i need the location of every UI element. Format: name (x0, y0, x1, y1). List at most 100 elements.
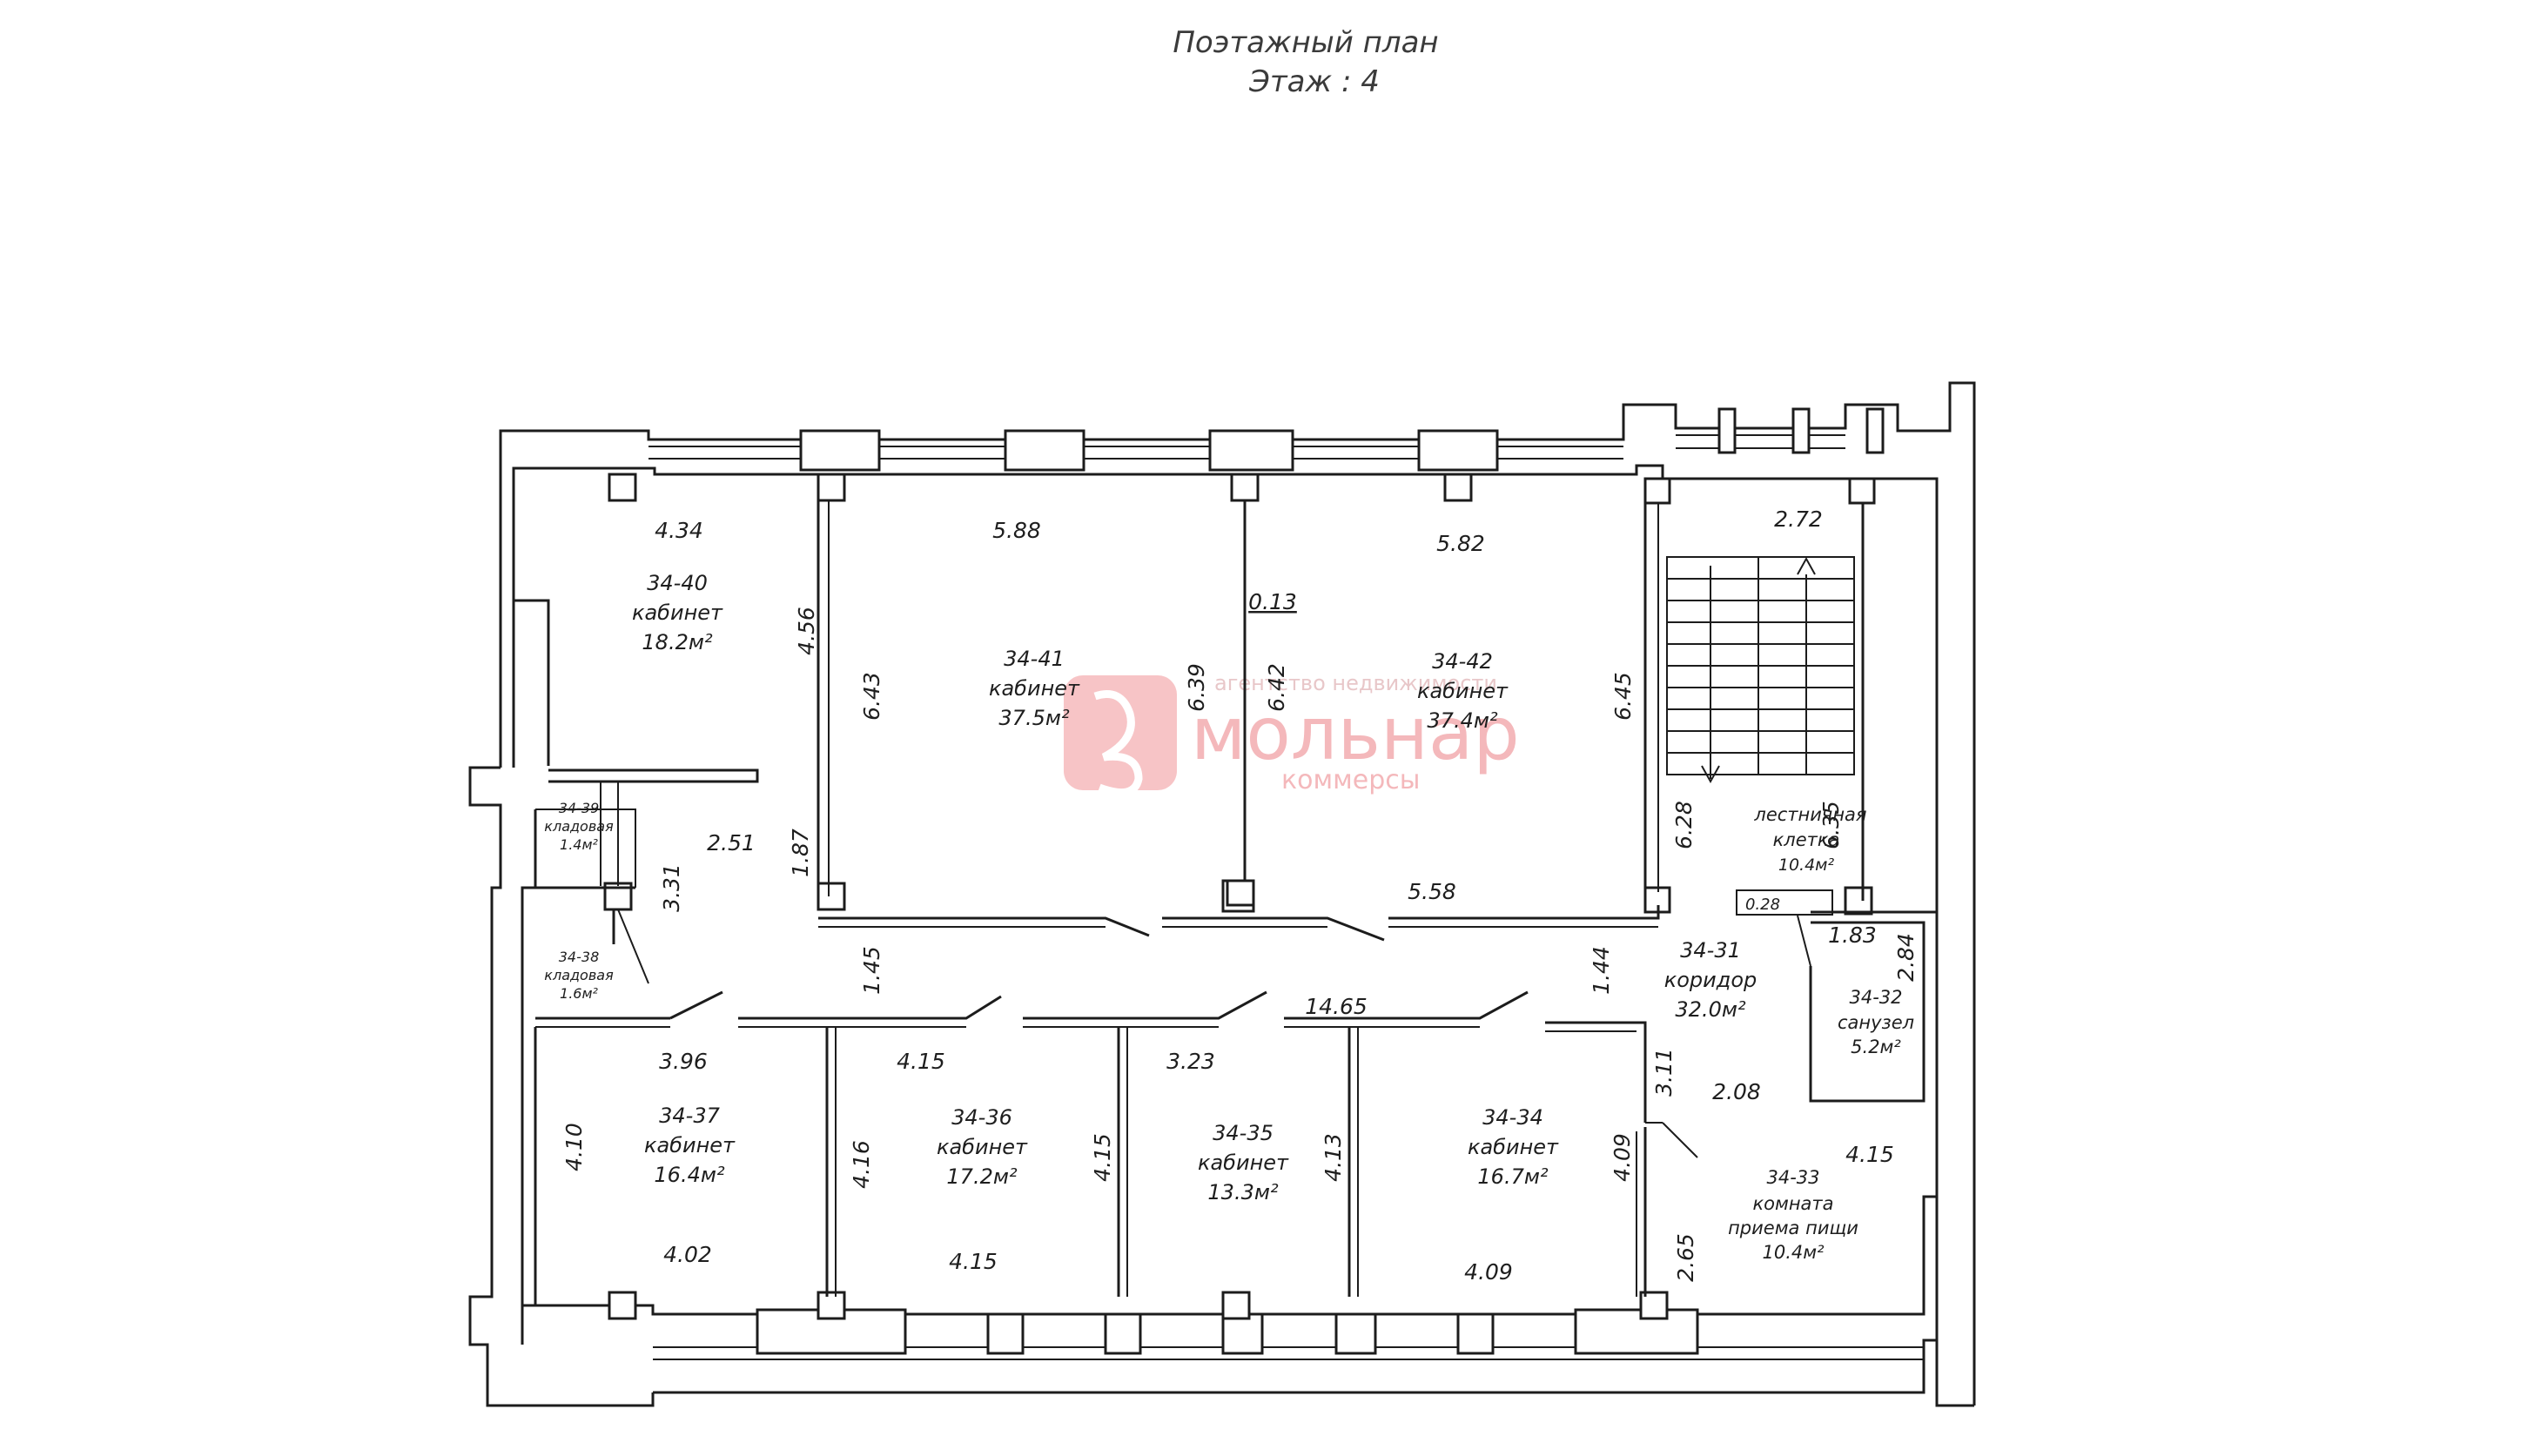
room-id: 34-37 (659, 1104, 720, 1128)
room-id: 34-41 (1004, 647, 1065, 671)
floor-label: Этаж : 4 (1248, 64, 1380, 99)
room-id: 34-33 (1766, 1167, 1819, 1188)
dim-label: 4.09 (1464, 1259, 1513, 1285)
room-type: кладовая (544, 818, 614, 835)
room-34-40: 34-40 кабинет 18.2м² (632, 571, 723, 654)
dimensions: 4.34 5.88 5.82 2.72 0.13 2.51 5.58 0.28 … (561, 507, 1919, 1285)
dim-label: 6.35 (1818, 801, 1844, 849)
dim-label: 6.28 (1671, 801, 1697, 849)
dim-label: 4.09 (1610, 1133, 1635, 1182)
watermark-sub: коммерсы (1281, 765, 1420, 795)
room-id: 34-35 (1213, 1121, 1274, 1145)
room-type: кабинет (632, 601, 723, 625)
dim-label: 1.83 (1828, 923, 1877, 948)
room-type: комната (1752, 1193, 1833, 1214)
dim-label: 3.31 (659, 863, 684, 912)
dim-label: 2.08 (1712, 1079, 1761, 1104)
room-34-31: 34-31 коридор 32.0м² (1664, 938, 1757, 1022)
room-type: клетка (1773, 829, 1840, 850)
room-type: кабинет (1198, 1151, 1289, 1175)
room-id: 34-39 (559, 800, 600, 816)
room-area: 10.4м² (1778, 855, 1835, 875)
watermark-brand: мольнар (1191, 691, 1520, 776)
dim-label: 4.15 (1845, 1142, 1894, 1167)
dim-label: 2.84 (1893, 933, 1919, 982)
dim-label: 6.43 (859, 672, 884, 721)
room-stair: лестничная клетка 10.4м² (1753, 804, 1866, 875)
room-id: 34-40 (647, 571, 708, 595)
room-id: 34-36 (951, 1105, 1012, 1130)
dim-label: 1.45 (859, 946, 884, 995)
room-type: кабинет (644, 1133, 736, 1157)
dim-label: 4.13 (1321, 1133, 1346, 1182)
window-piers-top (799, 407, 1885, 472)
dim-label: 6.45 (1610, 672, 1636, 721)
dim-label: 0.28 (1745, 896, 1780, 914)
dim-label: 4.15 (1090, 1133, 1115, 1182)
room-type: приема пищи (1728, 1218, 1858, 1238)
dim-label: 4.15 (949, 1249, 998, 1274)
dim-label: 4.15 (897, 1049, 945, 1074)
room-id: 34-32 (1849, 987, 1902, 1008)
dim-label: 5.88 (992, 518, 1041, 543)
room-type: кабинет (989, 676, 1080, 701)
dim-label: 2.51 (707, 830, 756, 855)
room-area: 5.2м² (1851, 1037, 1901, 1057)
room-area: 18.2м² (642, 630, 713, 654)
watermark-logo-glyph (1093, 690, 1143, 797)
room-area: 32.0м² (1675, 997, 1746, 1022)
dim-label: 3.11 (1651, 1048, 1677, 1097)
room-type: кабинет (937, 1135, 1028, 1159)
room-area: 13.3м² (1207, 1180, 1279, 1204)
dim-label: 3.23 (1166, 1049, 1215, 1074)
room-id: 34-42 (1432, 649, 1493, 674)
dim-label: 3.96 (659, 1049, 708, 1074)
dim-label: 2.72 (1774, 507, 1823, 532)
room-type: кабинет (1417, 679, 1509, 703)
room-area: 17.2м² (946, 1164, 1018, 1189)
dim-label: 5.82 (1436, 531, 1485, 556)
room-34-33: 34-33 комната приема пищи 10.4м² (1728, 1167, 1858, 1263)
room-type: коридор (1664, 968, 1757, 992)
room-area: 1.6м² (560, 985, 599, 1002)
room-area: 1.4м² (560, 836, 599, 853)
dim-label: 6.42 (1264, 663, 1289, 712)
dim-label: 1.44 (1589, 946, 1614, 995)
room-34-34: 34-34 кабинет 16.7м² (1468, 1105, 1559, 1189)
room-34-36: 34-36 кабинет 17.2м² (937, 1105, 1028, 1189)
room-area: 16.7м² (1477, 1164, 1549, 1189)
room-area: 37.4м² (1427, 708, 1498, 733)
room-34-42: 34-42 кабинет 37.4м² (1417, 649, 1509, 733)
dim-label: 4.34 (655, 518, 703, 543)
room-type: санузел (1838, 1012, 1914, 1033)
watermark-logo-icon (1064, 675, 1177, 790)
room-34-38: 34-38 кладовая 1.6м² (544, 949, 614, 1002)
room-34-37: 34-37 кабинет 16.4м² (644, 1104, 736, 1187)
room-area: 10.4м² (1762, 1242, 1825, 1263)
dim-label: 2.65 (1673, 1233, 1698, 1282)
room-34-41: 34-41 кабинет 37.5м² (989, 647, 1080, 730)
dim-label: 4.16 (849, 1140, 874, 1189)
staircase (1666, 556, 1855, 784)
plan-title: Поэтажный план (1173, 25, 1438, 60)
room-type: лестничная (1753, 804, 1866, 825)
dim-label: 4.10 (561, 1123, 587, 1171)
room-id: 34-34 (1482, 1105, 1543, 1130)
watermark-tagline: агентство недвижимости (1214, 671, 1497, 695)
room-area: 16.4м² (654, 1163, 725, 1187)
dim-label: 1.87 (788, 829, 813, 877)
room-34-32: 34-32 санузел 5.2м² (1838, 987, 1914, 1057)
room-id: 34-38 (559, 949, 600, 965)
room-type: кладовая (544, 967, 614, 983)
room-34-39: 34-39 кладовая 1.4м² (544, 800, 614, 853)
dim-label: 5.58 (1408, 879, 1456, 904)
dim-label: 4.02 (663, 1242, 712, 1267)
dim-label: 0.13 (1248, 589, 1297, 614)
room-area: 37.5м² (998, 706, 1070, 730)
dim-label: 14.65 (1305, 994, 1368, 1019)
dim-label: 6.39 (1184, 663, 1209, 712)
room-34-35: 34-35 кабинет 13.3м² (1198, 1121, 1289, 1204)
room-type: кабинет (1468, 1135, 1559, 1159)
room-id: 34-31 (1680, 938, 1741, 963)
